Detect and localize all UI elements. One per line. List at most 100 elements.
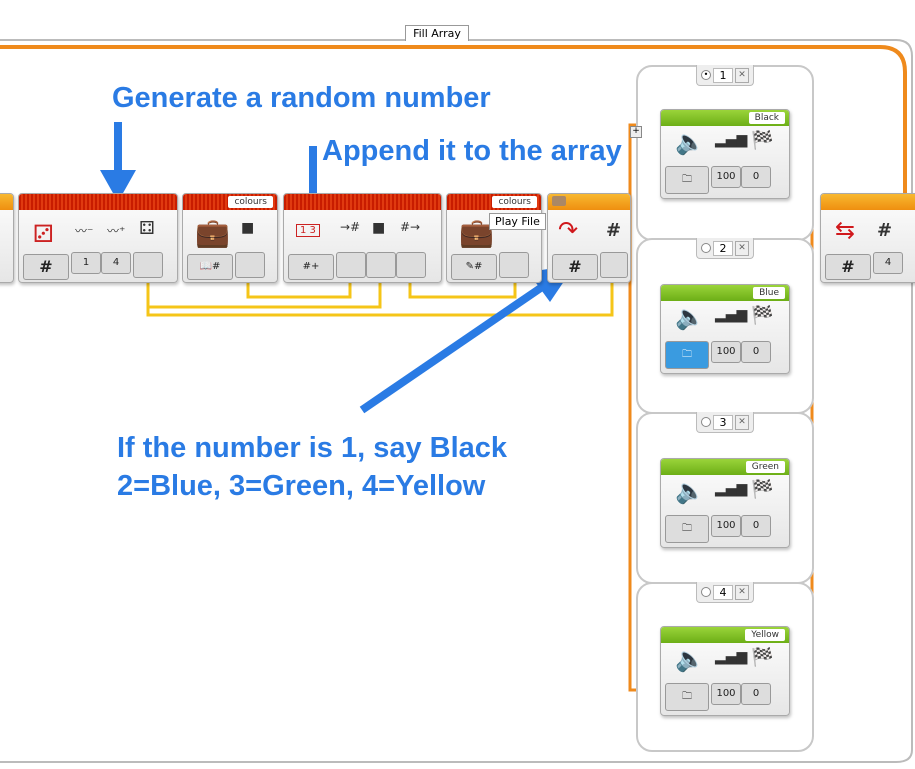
switch-case-1[interactable]: •1✕ Black 🔈 ▂▄▆ 🏁 🗀 100 0 [636,65,814,241]
sound-file-name[interactable]: Yellow [745,629,785,641]
volume-input[interactable]: 100 [711,683,741,705]
volume-icon: ▂▄▆ [715,132,748,148]
briefcase-icon: ■ [372,220,386,236]
switch-case-3[interactable]: 3✕ Green 🔈 ▂▄▆ 🏁 🗀 100 0 [636,412,814,584]
variable-read-block[interactable]: colours 💼 ■ 📖# [182,193,278,283]
variable-name[interactable]: colours [228,196,273,208]
case-tab[interactable]: 4✕ [696,582,754,603]
file-mode[interactable]: 🗀 [665,341,709,369]
arrow-switch [359,265,575,414]
default-case-radio[interactable] [701,243,711,253]
read-array-mode[interactable]: 📖# [187,254,233,280]
annotation-append: Append it to the array [322,135,622,167]
append-mode[interactable]: #+ [288,254,334,280]
sound-block[interactable]: Yellow 🔈 ▂▄▆ 🏁 🗀 100 0 [660,626,790,716]
mode-selector[interactable]: # [23,254,69,280]
sound-file-name[interactable]: Black [748,112,785,124]
loop-count-mode[interactable]: # [825,254,871,280]
case-value[interactable]: 2 [713,241,733,256]
briefcase-icon: 💼 [195,216,230,249]
dice-icon: ⚂ [33,220,54,248]
sound-block[interactable]: Green 🔈 ▂▄▆ 🏁 🗀 100 0 [660,458,790,548]
flag-icon: 🏁 [751,130,774,151]
loop-frame [0,39,913,763]
upper-bound-icon: 〰⁺ [107,224,126,238]
switch-case-4[interactable]: 4✕ Yellow 🔈 ▂▄▆ 🏁 🗀 100 0 [636,582,814,752]
remove-case-button[interactable]: ✕ [735,415,749,430]
volume-input[interactable]: 100 [711,515,741,537]
data-wire-array-out [408,282,517,299]
sequence-wire [0,45,907,195]
file-mode[interactable]: 🗀 [665,515,709,543]
remove-case-button[interactable]: ✕ [735,68,749,83]
case-value[interactable]: 3 [713,415,733,430]
flag-icon: 🏁 [751,647,774,668]
write-array-mode[interactable]: ✎# [451,254,497,280]
case-value[interactable]: 4 [713,585,733,600]
value-input[interactable] [366,252,396,278]
add-case-button[interactable]: + [630,126,642,138]
default-case-radio[interactable] [701,417,711,427]
count-icon: # [877,220,893,241]
briefcase-icon: 💼 [459,216,494,249]
volume-input[interactable]: 100 [711,341,741,363]
default-case-radio[interactable]: • [701,70,711,80]
value-output[interactable] [235,252,265,278]
lower-bound-icon: 〰⁻ [75,224,94,238]
switch-icon: ↷ [558,216,579,244]
remove-case-button[interactable]: ✕ [735,585,749,600]
case-tab[interactable]: •1✕ [696,65,754,86]
switch-case-2[interactable]: 2✕ Blue 🔈 ▂▄▆ 🏁 🗀 100 0 [636,238,814,414]
default-case-radio[interactable] [701,587,711,597]
sound-file-name[interactable]: Blue [753,287,785,299]
play-type-input[interactable]: 0 [741,166,771,188]
value-input[interactable] [499,252,529,278]
upper-input[interactable]: 4 [101,252,131,274]
play-type-input[interactable]: 0 [741,515,771,537]
sound-file-name[interactable]: Green [745,461,785,473]
tooltip: Play File [489,213,546,230]
data-wire-array-in [246,282,352,299]
variable-name[interactable]: colours [492,196,537,208]
number-input[interactable] [600,252,628,278]
array-out-icon: #→ [400,220,421,234]
numeric-mode[interactable]: # [552,254,598,280]
array-icon: 1 3 [296,224,320,237]
case-tab[interactable]: 3✕ [696,412,754,433]
switch-flow-left [628,123,638,692]
array-input[interactable] [336,252,366,278]
loop-title[interactable]: Fill Array [405,25,469,41]
speaker-icon: 🔈 [675,477,705,505]
annotation-switch-line2: 2=Blue, 3=Green, 4=Yellow [117,470,486,502]
remove-case-button[interactable]: ✕ [735,241,749,256]
array-output[interactable] [396,252,426,278]
flag-icon: 🏁 [751,479,774,500]
sound-block[interactable]: Black 🔈 ▂▄▆ 🏁 🗀 100 0 [660,109,790,199]
volume-input[interactable]: 100 [711,166,741,188]
random-block[interactable]: ⚂ 〰⁻ 〰⁺ ⚃ # 1 4 [18,193,178,283]
sound-block[interactable]: Blue 🔈 ▂▄▆ 🏁 🗀 100 0 [660,284,790,374]
loop-end-block[interactable]: ⇆ # # 4 [820,193,915,283]
previous-block[interactable] [0,193,14,283]
variable-write-block[interactable]: colours 💼 ✎# [446,193,542,283]
loop-count-input[interactable]: 4 [873,252,903,274]
play-type-input[interactable]: 0 [741,683,771,705]
result-output[interactable] [133,252,163,278]
speaker-icon: 🔈 [675,645,705,673]
case-tab[interactable]: 2✕ [696,238,754,259]
file-mode[interactable]: 🗀 [665,683,709,711]
volume-icon: ▂▄▆ [715,307,748,323]
play-type-input[interactable]: 0 [741,341,771,363]
annotation-switch-line1: If the number is 1, say Black [117,432,508,464]
lower-input[interactable]: 1 [71,252,101,274]
speaker-icon: 🔈 [675,303,705,331]
case-value[interactable]: 1 [713,68,733,83]
file-mode[interactable]: 🗀 [665,166,709,194]
data-wire-index [146,282,382,309]
volume-icon: ▂▄▆ [715,649,748,665]
array-operations-block[interactable]: 1 3 →# ■ #→ #+ [283,193,442,283]
switch-block[interactable]: ↷ # # [547,193,631,283]
switch-view-icon[interactable] [552,196,566,206]
volume-icon: ▂▄▆ [715,481,748,497]
